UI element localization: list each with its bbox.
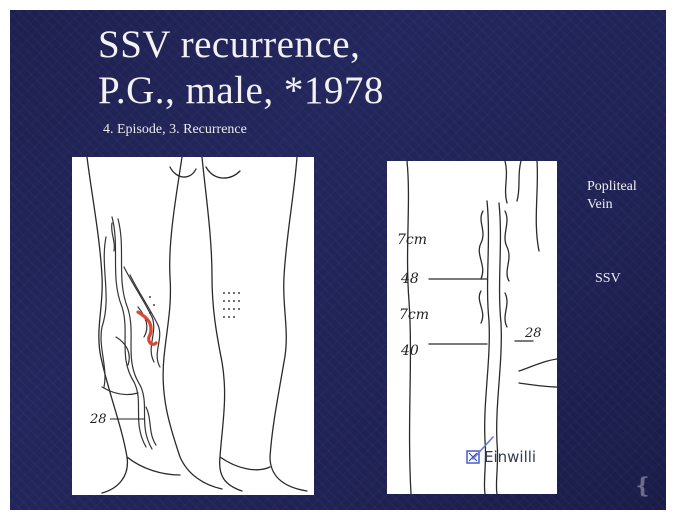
leg-sketch-image: 28 xyxy=(72,157,314,495)
left-sketch-annotation: 28 xyxy=(89,412,107,427)
stamp-text: Einwilli xyxy=(484,448,536,466)
slide-corner-icon: ❴ xyxy=(634,476,652,498)
vein-detail-drawing: 7cm 48 7cm 40 28 Einwilli xyxy=(387,161,557,494)
ssv-label: SSV xyxy=(595,270,621,288)
measurement-label-5: 28 xyxy=(524,326,542,341)
measurement-label-2: 48 xyxy=(400,271,419,287)
slide-title-line1: SSV recurrence, xyxy=(98,22,384,68)
measurement-label-4: 40 xyxy=(400,343,419,359)
slide-subtitle: 4. Episode, 3. Recurrence xyxy=(103,122,247,138)
slide-title-line2: P.G., male, *1978 xyxy=(98,68,384,114)
popliteal-vein-label-line1: Popliteal xyxy=(587,178,666,196)
measurement-label-1: 7cm xyxy=(397,232,427,248)
leg-sketch-drawing: 28 xyxy=(72,157,314,495)
popliteal-vein-label-line2: Vein xyxy=(587,196,666,214)
measurement-label-3: 7cm xyxy=(399,307,429,323)
slide-title: SSV recurrence, P.G., male, *1978 xyxy=(98,22,384,114)
vein-detail-image: 7cm 48 7cm 40 28 Einwilli xyxy=(387,161,557,494)
popliteal-vein-label: Popliteal Vein xyxy=(587,178,666,214)
presentation-slide: SSV recurrence, P.G., male, *1978 4. Epi… xyxy=(10,10,666,510)
